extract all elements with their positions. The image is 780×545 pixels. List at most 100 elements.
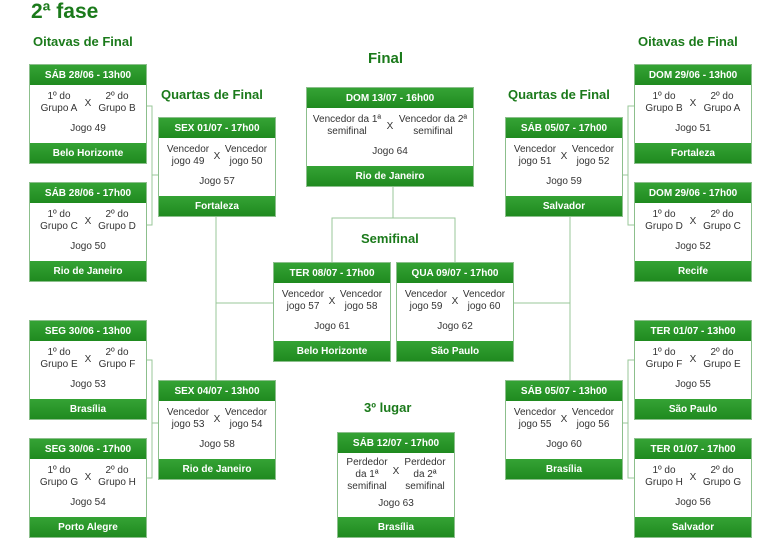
versus-mark: X bbox=[689, 472, 697, 483]
game-number: Jogo 57 bbox=[199, 176, 235, 187]
game-number: Jogo 58 bbox=[199, 439, 235, 450]
match-venue: Brasília bbox=[338, 517, 454, 537]
versus-mark: X bbox=[213, 151, 221, 162]
game-number: Jogo 51 bbox=[675, 123, 711, 134]
game-number: Jogo 64 bbox=[372, 146, 408, 157]
match-venue: Fortaleza bbox=[159, 196, 275, 216]
versus-mark: X bbox=[689, 216, 697, 227]
versus-mark: X bbox=[213, 414, 221, 425]
game-number: Jogo 62 bbox=[437, 321, 473, 332]
section-quartas-left: Quartas de Final bbox=[161, 87, 263, 102]
match-venue: Brasília bbox=[506, 459, 622, 479]
versus-mark: X bbox=[84, 98, 92, 109]
match-date: DOM 29/06 - 17h00 bbox=[635, 183, 751, 203]
match-venue: Fortaleza bbox=[635, 143, 751, 163]
game-number: Jogo 52 bbox=[675, 241, 711, 252]
game-number: Jogo 55 bbox=[675, 379, 711, 390]
match-date: SÁB 28/06 - 17h00 bbox=[30, 183, 146, 203]
game-number: Jogo 60 bbox=[546, 439, 582, 450]
page-title: 2ª fase bbox=[31, 0, 99, 23]
versus-mark: X bbox=[560, 414, 568, 425]
versus-mark: X bbox=[84, 354, 92, 365]
section-terceiro: 3º lugar bbox=[364, 400, 412, 415]
game-number: Jogo 53 bbox=[70, 379, 106, 390]
match-date: SÁB 28/06 - 13h00 bbox=[30, 65, 146, 85]
match-date: SEX 04/07 - 13h00 bbox=[159, 381, 275, 401]
match-venue: Rio de Janeiro bbox=[159, 459, 275, 479]
section-quartas-right: Quartas de Final bbox=[508, 87, 610, 102]
game-number: Jogo 56 bbox=[675, 497, 711, 508]
match-date: QUA 09/07 - 17h00 bbox=[397, 263, 513, 283]
game-number: Jogo 61 bbox=[314, 321, 350, 332]
match-date: TER 01/07 - 17h00 bbox=[635, 439, 751, 459]
section-final: Final bbox=[368, 50, 404, 67]
match-venue: Rio de Janeiro bbox=[30, 261, 146, 281]
match-venue: Recife bbox=[635, 261, 751, 281]
game-number: Jogo 49 bbox=[70, 123, 106, 134]
match-venue: Belo Horizonte bbox=[274, 341, 390, 361]
match-venue: Rio de Janeiro bbox=[307, 166, 473, 186]
match-date: SEX 01/07 - 17h00 bbox=[159, 118, 275, 138]
match-date: DOM 13/07 - 16h00 bbox=[307, 88, 473, 108]
match-venue: Brasília bbox=[30, 399, 146, 419]
versus-mark: X bbox=[328, 296, 336, 307]
match-date: SEG 30/06 - 13h00 bbox=[30, 321, 146, 341]
section-oitavas-right: Oitavas de Final bbox=[638, 34, 738, 49]
section-oitavas-left: Oitavas de Final bbox=[33, 34, 133, 49]
versus-mark: X bbox=[451, 296, 459, 307]
versus-mark: X bbox=[560, 151, 568, 162]
match-venue: Belo Horizonte bbox=[30, 143, 146, 163]
match-date: TER 08/07 - 17h00 bbox=[274, 263, 390, 283]
match-venue: São Paulo bbox=[397, 341, 513, 361]
versus-mark: X bbox=[689, 354, 697, 365]
match-venue: Salvador bbox=[635, 517, 751, 537]
section-semifinal: Semifinal bbox=[361, 231, 419, 246]
match-venue: Porto Alegre bbox=[30, 517, 146, 537]
versus-mark: X bbox=[386, 121, 394, 132]
